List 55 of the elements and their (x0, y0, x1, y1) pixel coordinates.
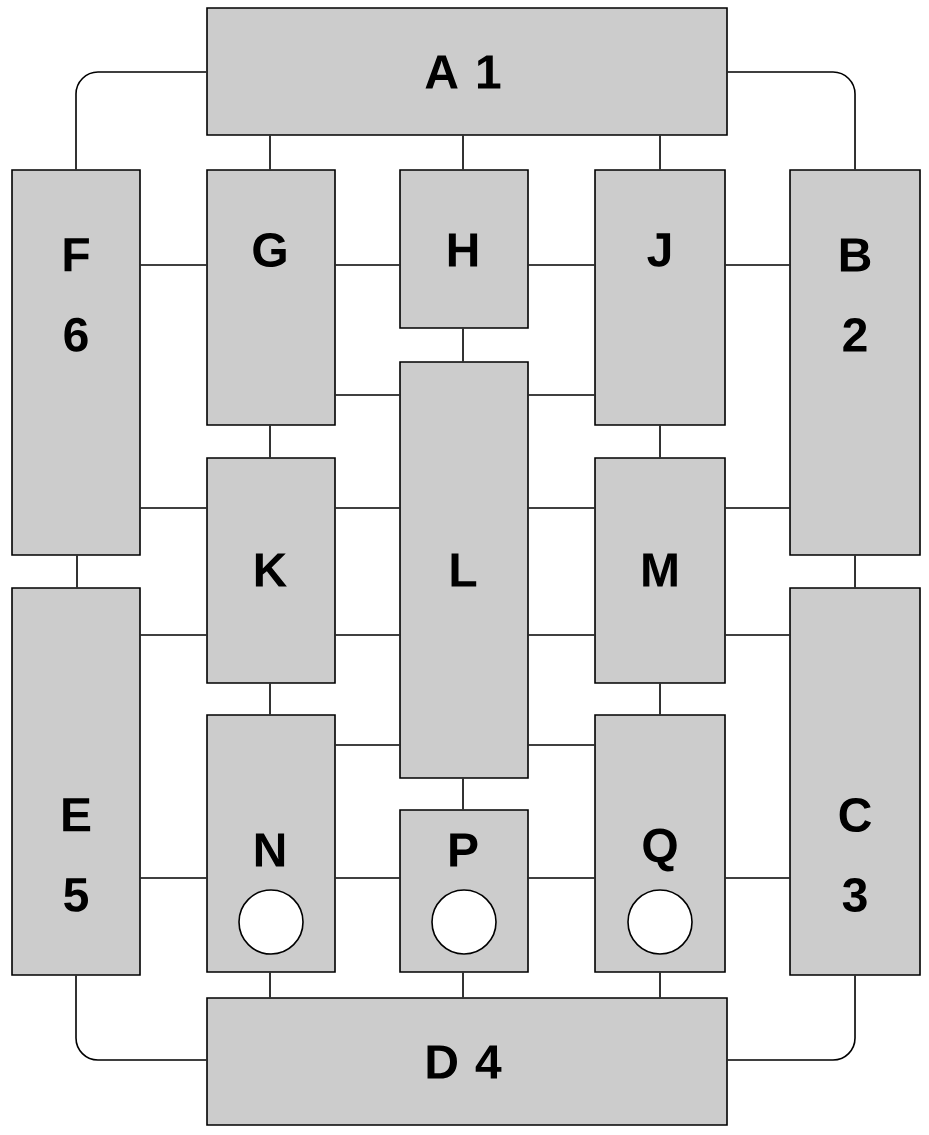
connector-line (462, 778, 464, 810)
connector-line (335, 634, 400, 636)
connector-line (269, 683, 271, 715)
connector-line (725, 877, 790, 879)
connector-line (528, 264, 595, 266)
box: D 4 (206, 997, 728, 1126)
box: M (594, 457, 726, 684)
connector-line (659, 972, 661, 998)
connector-line (725, 634, 790, 636)
connector-line (335, 507, 400, 509)
connector-line (462, 135, 464, 170)
box: E 5 (11, 587, 141, 976)
box: K (206, 457, 336, 684)
connector-line (140, 507, 207, 509)
connector-line (528, 634, 595, 636)
connector-line (269, 425, 271, 458)
connector-line (75, 975, 207, 1061)
box: B 2 (789, 169, 921, 556)
box: A 1 (206, 7, 728, 136)
box: G (206, 169, 336, 426)
box: N (206, 714, 336, 973)
box: F 6 (11, 169, 141, 556)
box: Q (594, 714, 726, 973)
connector-line (659, 135, 661, 170)
connector-line (659, 425, 661, 458)
connector-line (528, 394, 595, 396)
connector-line (140, 264, 207, 266)
circle (431, 889, 497, 955)
connector-line (854, 555, 856, 588)
connector-line (528, 877, 595, 879)
box: H (399, 169, 529, 329)
connector-line (727, 71, 856, 170)
connector-line (462, 328, 464, 362)
circle (238, 889, 304, 955)
connector-line (76, 555, 78, 588)
box: L (399, 361, 529, 779)
connector-line (725, 507, 790, 509)
box: C 3 (789, 587, 921, 976)
connector-line (462, 972, 464, 998)
connector-line (75, 71, 207, 170)
connector-line (725, 264, 790, 266)
connector-line (335, 877, 400, 879)
connector-line (140, 634, 207, 636)
connector-line (335, 264, 400, 266)
circle (627, 889, 693, 955)
connector-line (659, 683, 661, 715)
connector-line (335, 394, 400, 396)
box: J (594, 169, 726, 426)
connector-line (269, 135, 271, 170)
connector-line (727, 975, 856, 1061)
connector-line (335, 744, 400, 746)
connector-line (528, 507, 595, 509)
connector-line (528, 744, 595, 746)
connector-line (269, 972, 271, 998)
connector-line (140, 877, 207, 879)
